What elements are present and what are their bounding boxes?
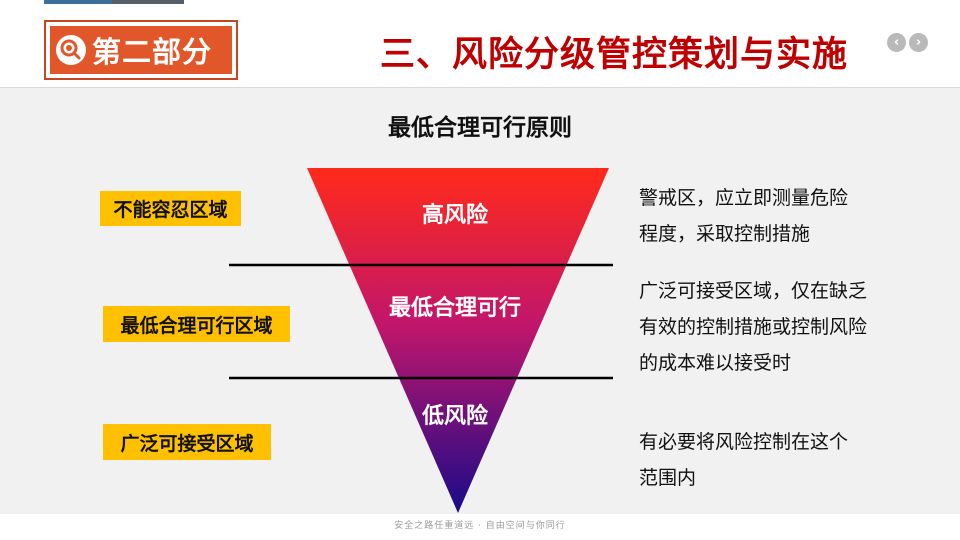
- tier-label-low: 低风险: [421, 404, 488, 429]
- chevron-left-icon[interactable]: ‹: [887, 33, 906, 52]
- description-line: 广泛可接受区域，仅在缺乏: [639, 280, 868, 302]
- zone-label-acceptable: 广泛可接受区域: [103, 424, 271, 460]
- description-line: 范围内: [639, 467, 697, 489]
- slide-subtitle: 最低合理可行原则: [388, 115, 572, 141]
- footer-slogan: 安全之路任重道远 · 自由空间与你同行: [394, 521, 566, 531]
- chevron-right-icon[interactable]: ›: [909, 33, 928, 52]
- description-intolerable: 警戒区，应立即测量危险 程度，采取控制措施: [639, 180, 889, 252]
- zone-label-alarp: 最低合理可行区域: [103, 306, 290, 342]
- tier-label-alarp: 最低合理可行: [388, 296, 521, 321]
- description-line: 有必要将风险控制在这个: [639, 431, 849, 453]
- top-accent-bar: [112, 0, 184, 4]
- description-acceptable: 有必要将风险控制在这个 范围内: [639, 424, 889, 496]
- description-line: 程度，采取控制措施: [639, 223, 811, 245]
- page-title: 三、风险分级管控策划与实施: [380, 35, 849, 75]
- risk-triangle-shape: [307, 168, 609, 513]
- description-line: 的成本难以接受时: [639, 352, 792, 374]
- top-accent-bar: [44, 0, 112, 4]
- tier-label-high: 高风险: [421, 203, 488, 228]
- zone-label-intolerable: 不能容忍区域: [100, 191, 241, 226]
- description-line: 有效的控制措施或控制风险: [639, 316, 868, 338]
- description-alarp: 广泛可接受区域，仅在缺乏 有效的控制措施或控制风险 的成本难以接受时: [639, 273, 889, 381]
- section-label: 第二部分: [92, 35, 213, 69]
- magnifier-icon: [56, 35, 86, 65]
- section-badge: 第二部分: [44, 20, 238, 80]
- description-line: 警戒区，应立即测量危险: [639, 187, 849, 209]
